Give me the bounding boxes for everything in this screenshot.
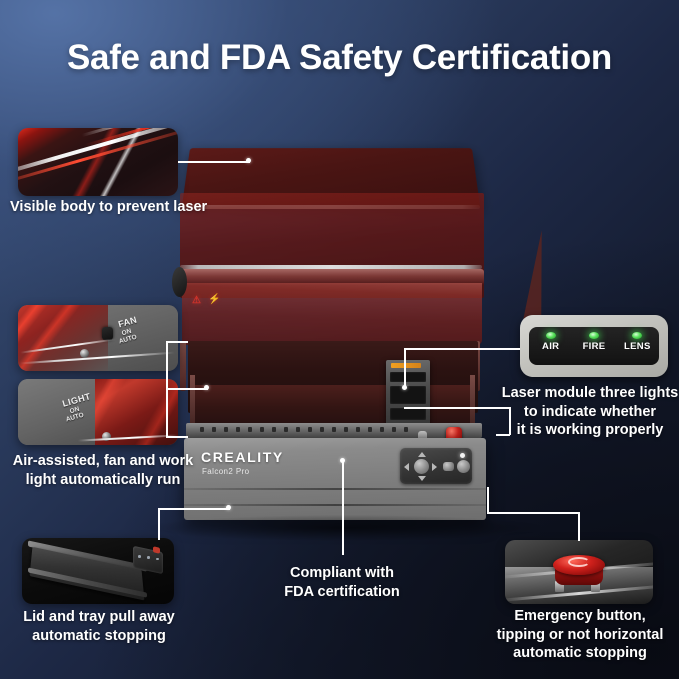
fan-switch-knob[interactable] — [102, 327, 113, 340]
connector-fda — [342, 460, 344, 555]
x-axis-rail — [186, 423, 482, 438]
connector-lid-tray-v — [158, 508, 160, 540]
arrow-right-icon[interactable] — [432, 463, 437, 471]
lid-body-panel: ⚠ ⚡ — [182, 283, 482, 345]
connector-auto-run-stem — [166, 388, 208, 390]
brand-logo: CREALITY — [201, 449, 284, 465]
emergency-caption-line1: Emergency button, — [514, 608, 646, 624]
laser-head-accent — [391, 363, 421, 368]
auto-run-caption-line2: light automatically run — [25, 471, 181, 488]
air-led-icon — [545, 332, 556, 339]
lid-tray-caption: Lid and tray pull away automatic stoppin… — [6, 608, 192, 645]
fire-led-label: FIRE — [582, 341, 606, 352]
connector-lid-tray-h — [158, 508, 230, 510]
light-auto-thumbnail: LIGHT ON AUTO — [18, 379, 178, 445]
lid-warning-glyph-2: ⚡ — [208, 294, 221, 305]
connector-emergency-v — [578, 512, 580, 541]
emergency-button-thumbnail — [505, 540, 653, 604]
laser-module-led-panel: AIR FIRE LENS — [520, 315, 668, 377]
machine-ground-shadow — [150, 515, 540, 541]
air-led-label: AIR — [542, 341, 560, 352]
arrow-left-icon[interactable] — [404, 463, 409, 471]
lid-tray-thumbnail — [22, 538, 174, 604]
fan-air-port-icon — [80, 349, 89, 358]
laser-head-screen-2 — [390, 386, 426, 404]
laser-lights-caption-line1: Laser module three lights — [501, 385, 679, 401]
lid-tray-caption-line2: automatic stopping — [32, 627, 166, 644]
connector-laser-lights-top — [404, 348, 520, 350]
lid-highlight — [180, 269, 484, 285]
connector-auto-run-bottom — [166, 436, 188, 438]
laser-engraver-illustration: ⚠ ⚡ CREALITY — [172, 145, 551, 520]
page-title: Safe and FDA Safety Certification — [66, 38, 613, 77]
connector-visible-body — [178, 161, 250, 163]
model-name: Falcon2 Pro — [202, 467, 250, 476]
connector-node-fda — [340, 458, 345, 463]
laser-lights-caption: Laser module three lights to indicate wh… — [500, 384, 679, 440]
led-cell-air: AIR — [529, 332, 572, 352]
center-enter-button[interactable] — [414, 459, 429, 474]
machine-joystick[interactable] — [418, 431, 427, 443]
connector-laser-lights-tail — [496, 434, 510, 436]
led-strip: AIR FIRE LENS — [529, 327, 659, 365]
connector-emergency-h — [487, 512, 579, 514]
machine-chassis: CREALITY Falcon2 Pro — [184, 438, 486, 520]
lid-warning-glyph-1: ⚠ — [192, 295, 201, 306]
arrow-up-icon[interactable] — [418, 452, 426, 457]
connector-laser-lights-down — [404, 348, 406, 388]
lens-led-label: LENS — [624, 341, 651, 352]
auto-run-caption-line1: Air-assisted, fan and work — [12, 453, 194, 469]
arrow-down-icon[interactable] — [418, 476, 426, 481]
connector-node-visible-body — [246, 158, 251, 163]
lid-edge-lower — [180, 265, 482, 269]
lid-hinge-left — [172, 267, 187, 297]
lid-support-left — [180, 341, 186, 391]
start-pause-button[interactable] — [457, 460, 470, 473]
frame-leg-right — [470, 375, 475, 433]
led-cell-fire: FIRE — [573, 332, 616, 352]
laser-lights-caption-line3: it is working properly — [516, 422, 664, 439]
light-indicator-icon — [102, 432, 111, 441]
laser-head-screen-1 — [390, 372, 426, 382]
fda-caption-line1: Compliant with — [290, 565, 394, 581]
emergency-caption-line2: tipping or not horizontal — [496, 626, 664, 643]
chassis-seam-1 — [184, 488, 486, 490]
laser-head-screen-3 — [390, 408, 426, 420]
connector-node-auto-run — [204, 385, 209, 390]
connector-node-lid-tray — [226, 505, 231, 510]
connector-node-laser-head — [402, 385, 407, 390]
power-symbol-icon — [568, 556, 590, 567]
connector-emergency-up — [487, 487, 489, 513]
menu-button[interactable] — [443, 462, 454, 471]
chassis-seam-2 — [184, 504, 486, 506]
frame-leg-left — [190, 375, 195, 433]
lid-corner-shape — [523, 229, 551, 321]
control-panel[interactable] — [400, 448, 472, 484]
emergency-caption-line3: automatic stopping — [513, 645, 647, 662]
laser-lights-caption-line2: to indicate whether — [523, 403, 657, 420]
fda-caption: Compliant with FDA certification — [252, 564, 432, 601]
connector-auto-run-top — [166, 341, 188, 343]
emergency-caption: Emergency button, tipping or not horizon… — [489, 607, 671, 663]
auto-run-caption: Air-assisted, fan and work light automat… — [8, 452, 198, 489]
lens-led-icon — [632, 332, 643, 339]
connector-laser-lights-mid — [404, 407, 510, 409]
visible-body-thumbnail — [18, 128, 178, 196]
lid-tray-caption-line1: Lid and tray pull away — [23, 609, 175, 625]
connector-laser-lights-vert — [509, 407, 511, 435]
fire-led-icon — [588, 332, 599, 339]
power-led-icon — [460, 453, 465, 458]
fda-caption-line2: FDA certification — [284, 583, 400, 600]
fan-auto-thumbnail: FAN ON AUTO — [18, 305, 178, 371]
led-cell-lens: LENS — [616, 332, 659, 352]
visible-body-caption: Visible body to prevent laser — [10, 199, 208, 215]
